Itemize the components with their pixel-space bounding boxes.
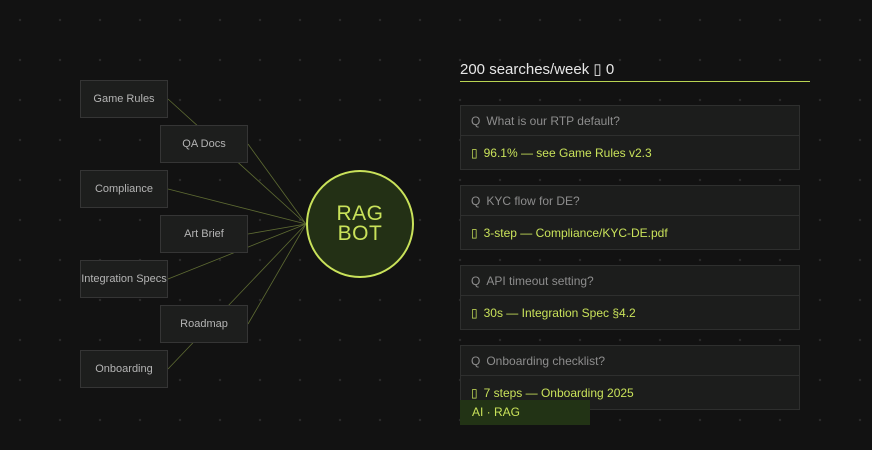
source-art-brief: Art Brief xyxy=(160,215,248,253)
searches-text: 200 searches/week xyxy=(460,61,590,78)
qa-answer: ▯ 3-step — Compliance/KYC-DE.pdf xyxy=(461,216,799,250)
qa-card: Q KYC flow for DE? ▯ 3-step — Compliance/K… xyxy=(460,185,800,250)
question-icon: Q xyxy=(471,274,481,288)
qa-card: Q Onboarding checklist? ▯ 7 steps — Onboar… xyxy=(460,345,800,410)
source-compliance: Compliance xyxy=(80,170,168,208)
source-label: Game Rules xyxy=(93,93,155,105)
bot-label-line1: RAG xyxy=(336,202,384,225)
answer-text: 96.1% — see Game Rules v2.3 xyxy=(483,146,652,160)
question-text: KYC flow for DE? xyxy=(486,194,580,208)
qa-question: Q API timeout setting? xyxy=(461,266,799,296)
source-onboarding: Onboarding xyxy=(80,350,168,388)
answer-icon: ▯ xyxy=(471,226,478,240)
qa-question: Q KYC flow for DE? xyxy=(461,186,799,216)
question-icon: Q xyxy=(471,194,481,208)
connector-line xyxy=(167,188,307,225)
question-icon: Q xyxy=(471,354,481,368)
qa-card: Q What is our RTP default? ▯ 96.1% — see G… xyxy=(460,105,800,170)
source-game-rules: Game Rules xyxy=(80,80,168,118)
qa-card: Q API timeout setting? ▯ 30s — Integration… xyxy=(460,265,800,330)
source-label: Integration Specs xyxy=(81,273,167,285)
connector-line xyxy=(167,223,307,370)
connector-line xyxy=(247,223,307,325)
rag-bot-node: RAG BOT xyxy=(306,170,414,278)
source-label: Roadmap xyxy=(180,318,228,330)
ai-rag-tag: AI · RAG xyxy=(460,400,590,425)
source-label: QA Docs xyxy=(182,138,226,150)
tag-label: AI · RAG xyxy=(472,405,521,419)
answer-icon: ▯ xyxy=(471,306,478,320)
source-integration-specs: Integration Specs xyxy=(80,260,168,298)
qa-answer: ▯ 96.1% — see Game Rules v2.3 xyxy=(461,136,799,170)
answer-text: 3-step — Compliance/KYC-DE.pdf xyxy=(483,226,668,240)
qa-answer: ▯ 30s — Integration Spec §4.2 xyxy=(461,296,799,330)
answer-text: 30s — Integration Spec §4.2 xyxy=(483,306,636,320)
answer-icon: ▯ xyxy=(471,386,478,400)
qa-question: Q What is our RTP default? xyxy=(461,106,799,136)
source-label: Onboarding xyxy=(95,363,153,375)
qa-question: Q Onboarding checklist? xyxy=(461,346,799,376)
qa-answer: ▯ 7 steps — Onboarding 2025 xyxy=(461,376,799,410)
question-text: What is our RTP default? xyxy=(486,114,620,128)
source-label: Compliance xyxy=(94,183,154,195)
header-glyph-icon: ▯ xyxy=(593,61,602,78)
answer-icon: ▯ xyxy=(471,146,478,160)
source-roadmap: Roadmap xyxy=(160,305,248,343)
answer-text: 7 steps — Onboarding 2025 xyxy=(483,386,634,400)
source-qa-docs: QA Docs xyxy=(160,125,248,163)
question-icon: Q xyxy=(471,114,481,128)
connector-line xyxy=(247,143,307,225)
connector-line xyxy=(247,223,307,235)
source-label: Art Brief xyxy=(184,228,224,240)
question-text: Onboarding checklist? xyxy=(486,354,606,368)
question-text: API timeout setting? xyxy=(486,274,594,288)
searches-header: 200 searches/week ▯ 0 xyxy=(460,60,810,82)
searches-count: 0 xyxy=(605,61,615,78)
bot-label-line2: BOT xyxy=(337,222,383,245)
